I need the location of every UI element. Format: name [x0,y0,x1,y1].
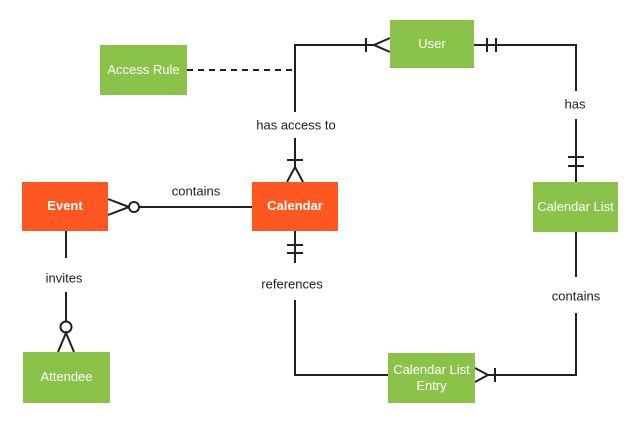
entity-calendar-list: Calendar List [533,182,618,232]
entity-attendee: Attendee [23,352,110,403]
crowsfoot-many-icon [107,198,132,216]
entity-calendar: Calendar [252,182,338,231]
entity-calendar-list-label: Calendar List [537,198,614,214]
line-has-access-upper [294,44,374,112]
entity-calendar-label: Calendar [267,198,323,214]
line-references-lower [294,300,388,376]
relationship-label-has-access-to: has access to [254,117,338,133]
entity-user-label: User [418,35,446,51]
crowsfoot-many-icon [371,37,391,53]
connector-user-has-access-to-calendar [286,37,391,183]
relationship-label-contains-events: contains [169,183,223,199]
connector-calendar-contains-event [107,198,252,216]
relationship-label-invites: invites [43,270,85,286]
zero-circle-icon [128,201,140,213]
line-has-upper [474,44,577,91]
relationship-label-references: references [259,276,325,292]
crowsfoot-many-icon [474,367,491,383]
connector-event-invites-attendee [57,231,75,353]
entity-event-label: Event [47,198,83,214]
entity-event: Event [22,182,108,231]
relationship-label-has: has [562,96,588,112]
entity-calendar-list-entry-label: Calendar List Entry [393,361,470,393]
line-contains-entry-lower [488,313,577,376]
connector-entry-references-calendar [287,231,388,376]
relationship-label-contains-entries: contains [549,288,603,304]
connector-user-has-calendar-list [474,38,584,182]
entity-attendee-label: Attendee [40,369,93,385]
entity-access-rule-label: Access Rule [107,61,180,77]
connector-calendar-list-contains-entry [474,232,577,383]
entity-user: User [390,20,474,68]
crowsfoot-many-icon [286,164,304,183]
entity-calendar-list-entry: Calendar List Entry [388,353,475,403]
crowsfoot-many-icon [57,330,75,353]
entity-access-rule: Access Rule [100,45,187,95]
